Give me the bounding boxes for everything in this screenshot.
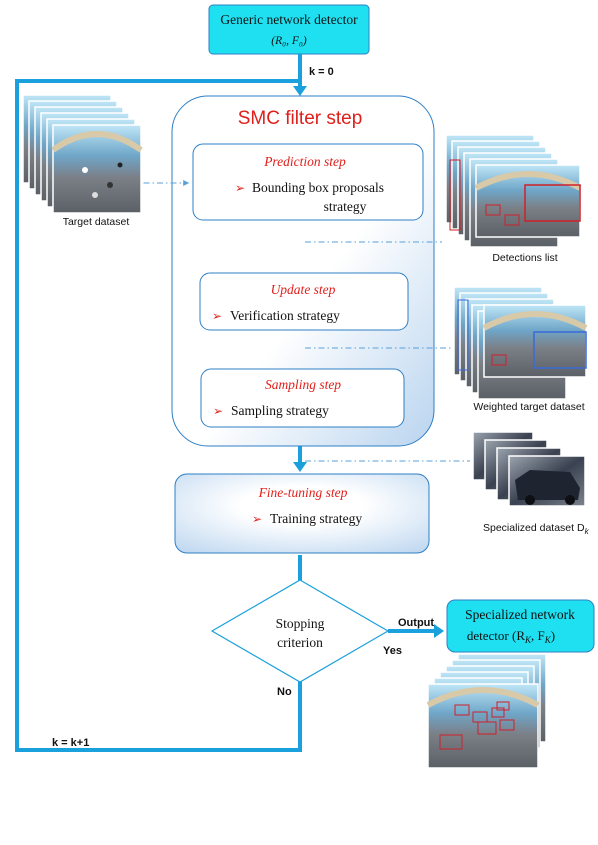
- no-label: No: [277, 686, 292, 698]
- specialized-sub-f: K: [544, 635, 552, 645]
- bullet-icon: ➢: [235, 181, 245, 195]
- bullet-icon: ➢: [212, 309, 222, 323]
- detections-list-caption: Detections list: [492, 252, 557, 264]
- finetune-step-box: Fine-tuning step ➢ Training strategy: [174, 473, 430, 554]
- prediction-step-box: Prediction step ➢ Bounding box proposals…: [192, 143, 424, 221]
- bullet-icon: ➢: [252, 512, 262, 526]
- weighted-dataset-caption: Weighted target dataset: [473, 401, 584, 413]
- target-dataset-caption: Target dataset: [63, 216, 130, 228]
- smc-title: SMC filter step: [238, 108, 363, 129]
- loop-kinc-label: k = k+1: [52, 737, 89, 749]
- sampling-step-title: Sampling step: [265, 377, 341, 392]
- prediction-item-line1: Bounding box proposals: [252, 180, 384, 195]
- stopping-line2: criterion: [277, 635, 323, 650]
- specialized-dataset-caption: Specialized dataset Dk: [483, 522, 590, 536]
- prediction-step-title: Prediction step: [263, 154, 346, 169]
- output-dataset-stack: [426, 653, 547, 769]
- specialized-line2-main: detector (R: [467, 628, 525, 643]
- weighted-dataset-stack: [453, 286, 588, 400]
- finetune-item: Training strategy: [270, 511, 362, 526]
- stopping-line1: Stopping: [276, 616, 325, 631]
- specialized-detector-node: Specialized network detector (RK, FK): [446, 599, 595, 653]
- specialized-dataset-caption-main: Specialized dataset D: [483, 522, 585, 534]
- specialized-line2: detector (RK, FK): [467, 628, 555, 645]
- generic-detector-params: (R₀, F₀): [271, 35, 307, 47]
- detections-list-stack: [445, 134, 582, 248]
- specialized-end: ): [551, 628, 555, 643]
- bullet-icon: ➢: [213, 404, 223, 418]
- output-label: Output: [398, 617, 434, 629]
- generic-detector-node: Generic network detector (R₀, F₀): [208, 4, 370, 55]
- specialized-sub-r: K: [524, 635, 532, 645]
- update-step-box: Update step ➢ Verification strategy: [199, 272, 409, 331]
- specialized-line1: Specialized network: [465, 607, 575, 622]
- specialized-dataset-caption-sub: k: [585, 527, 590, 536]
- sampling-step-box: Sampling step ➢ Sampling strategy: [200, 368, 405, 428]
- specialized-dataset-stack: [472, 431, 586, 507]
- stopping-criterion-decision: Stopping criterion: [210, 579, 390, 683]
- update-item: Verification strategy: [230, 308, 340, 323]
- target-dataset-stack: [22, 94, 143, 214]
- yes-label: Yes: [383, 645, 402, 657]
- finetune-step-title: Fine-tuning step: [258, 485, 348, 500]
- specialized-mid: , F: [531, 628, 545, 643]
- update-step-title: Update step: [271, 282, 336, 297]
- prediction-item-line2: strategy: [324, 199, 367, 214]
- loop-k0-label: k = 0: [309, 66, 334, 78]
- sampling-item: Sampling strategy: [231, 403, 329, 418]
- generic-detector-title: Generic network detector: [220, 12, 358, 27]
